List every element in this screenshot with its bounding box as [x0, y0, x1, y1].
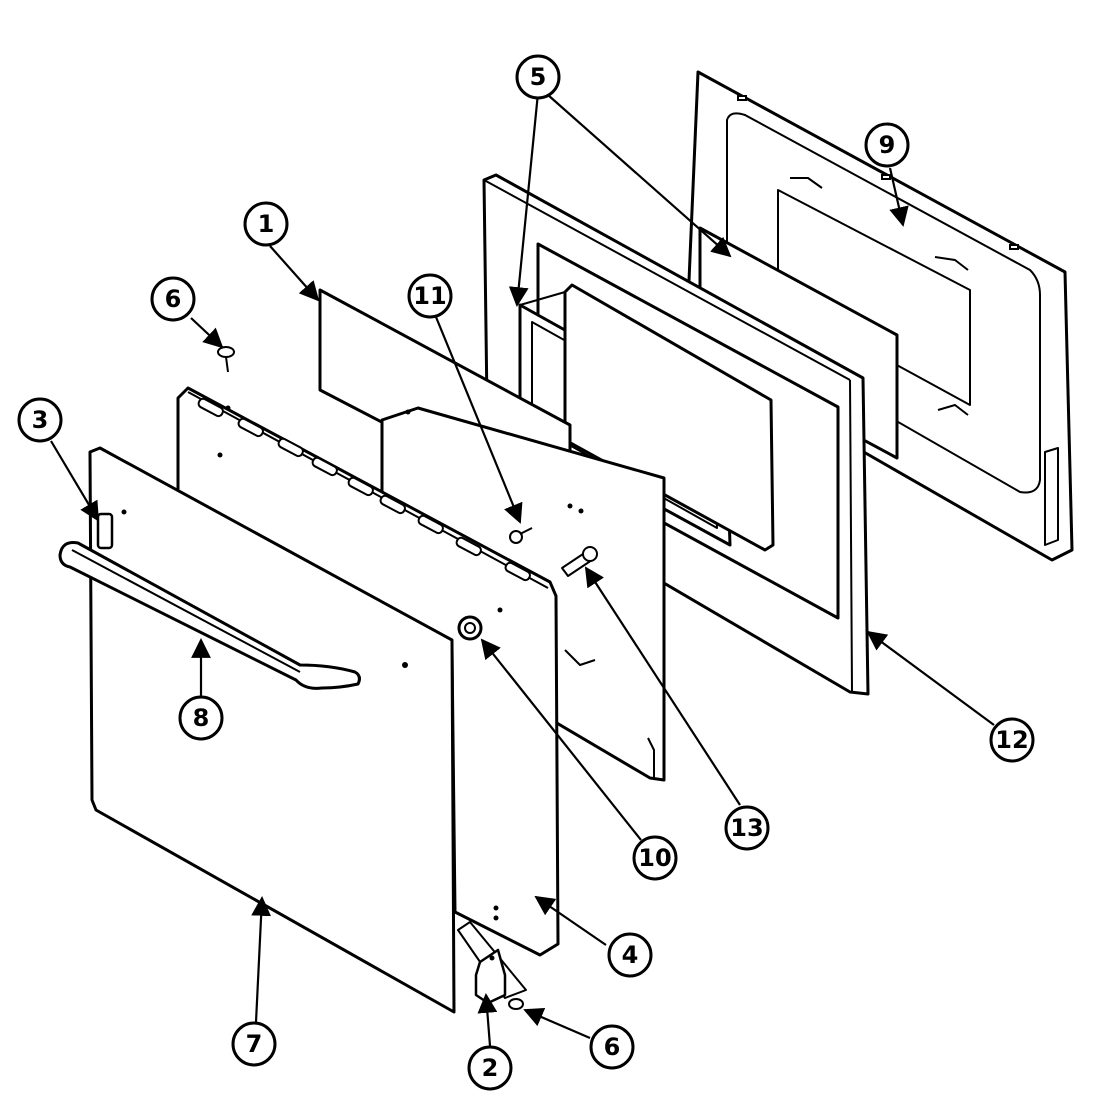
callout-13: 13	[724, 805, 770, 851]
svg-text:11: 11	[413, 282, 446, 310]
stud-part-13	[561, 546, 598, 577]
callout-11: 11	[407, 273, 453, 319]
svg-text:5: 5	[530, 63, 547, 91]
callout-8: 8	[178, 695, 224, 741]
screw-part-11	[509, 527, 533, 544]
svg-text:6: 6	[165, 285, 182, 313]
latch-bracket-part-3	[96, 509, 127, 550]
svg-text:1: 1	[258, 210, 275, 238]
outer-door-panel-part-7	[88, 446, 456, 1014]
callout-5: 5	[515, 54, 561, 100]
callout-3: 3	[17, 397, 63, 443]
svg-text:4: 4	[622, 941, 639, 969]
svg-text:3: 3	[32, 406, 49, 434]
callout-9: 9	[864, 122, 910, 168]
callout-6-top: 6	[150, 276, 196, 322]
callout-12: 12	[989, 717, 1035, 763]
door-handle-part-8	[58, 541, 361, 690]
svg-text:6: 6	[604, 1033, 621, 1061]
svg-text:7: 7	[246, 1030, 263, 1058]
callout-7: 7	[231, 1021, 277, 1067]
glass-pane-front-part-5	[518, 283, 775, 552]
svg-text:8: 8	[193, 704, 210, 732]
callout-6-bottom: 6	[589, 1024, 635, 1070]
svg-text:9: 9	[879, 131, 896, 159]
callout-10: 10	[632, 835, 678, 881]
leader-lines	[50, 92, 995, 1047]
callout-1: 1	[243, 201, 289, 247]
screw-bottom-part-6	[508, 998, 524, 1010]
svg-text:12: 12	[995, 726, 1028, 754]
svg-text:2: 2	[482, 1054, 499, 1082]
callout-4: 4	[607, 932, 653, 978]
callout-2: 2	[467, 1045, 513, 1091]
svg-text:13: 13	[730, 814, 763, 842]
svg-text:10: 10	[638, 844, 671, 872]
bumper-part-10	[457, 615, 483, 641]
screw-top-part-6	[217, 346, 235, 373]
